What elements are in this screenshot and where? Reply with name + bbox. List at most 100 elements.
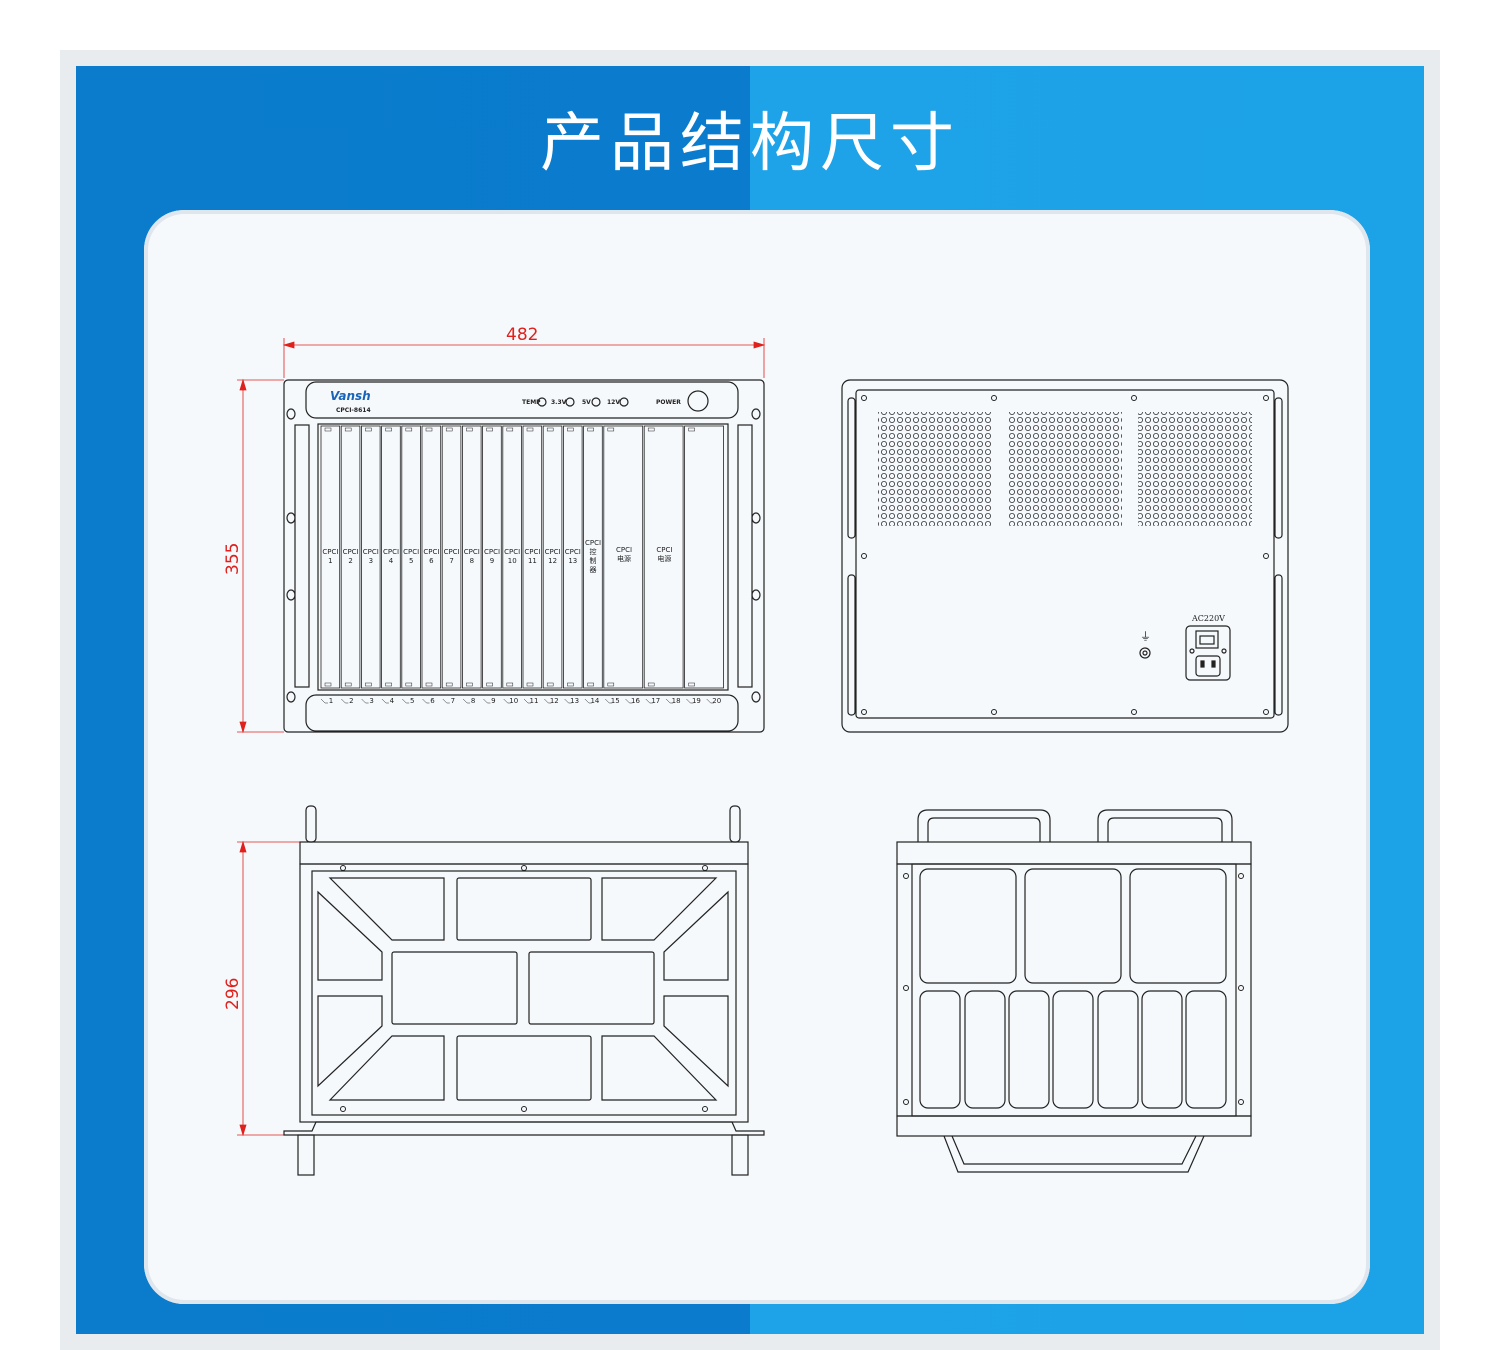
slot-number-marker	[625, 698, 633, 704]
card-slot	[381, 425, 401, 689]
slot-number: 6	[430, 697, 435, 705]
slot-latch-bottom	[445, 682, 453, 687]
slot-number: 19	[692, 697, 701, 705]
slot-number: 4	[390, 697, 395, 705]
slot-label: 7	[449, 557, 453, 565]
slot-label: 6	[429, 557, 434, 565]
slot-label: CPCI	[504, 548, 520, 556]
card-slot	[522, 425, 543, 689]
card-slot	[461, 425, 482, 689]
slot-number-marker	[706, 698, 714, 704]
slot-label: CPCI	[565, 548, 581, 556]
slot-latch-bottom	[506, 682, 514, 687]
slot-latch-bottom	[607, 682, 615, 687]
slot-latch-bottom	[587, 682, 594, 687]
slot-label: 12	[548, 557, 557, 565]
card-slot	[441, 425, 462, 689]
slot-latch-top	[445, 427, 453, 432]
card-slot	[482, 425, 502, 689]
card-slot	[401, 425, 421, 689]
slot-latch-bottom	[567, 682, 574, 687]
card-slot	[563, 425, 583, 689]
slot-number-marker	[381, 698, 389, 704]
slot-latch-bottom	[344, 682, 352, 687]
slot-label: CPCI	[403, 548, 419, 556]
slot-latch-bottom	[385, 682, 392, 687]
slot-latch-bottom	[324, 682, 332, 687]
indicator-5v: 5V	[582, 399, 591, 406]
slot-latch-top	[466, 427, 473, 432]
slot-label: CPCI	[322, 548, 338, 556]
slot-latch-bottom	[688, 682, 695, 687]
card-slot	[502, 425, 522, 689]
slot-latch-bottom	[647, 682, 655, 687]
slot-label: 3	[369, 557, 373, 565]
width-dim-label: 482	[506, 325, 538, 345]
card-slot	[643, 425, 684, 689]
slot-label: CPCI	[423, 548, 439, 556]
slot-latch-top	[385, 427, 392, 432]
slot-label: CPCI	[343, 548, 359, 556]
slot-label: CPCI	[524, 548, 540, 556]
slot-number: 1	[329, 697, 333, 705]
card-slot	[360, 425, 381, 689]
slot-number: 14	[590, 697, 599, 705]
slot-number: 7	[451, 697, 455, 705]
power-label: POWER	[656, 399, 681, 406]
indicator-3v3: 3.3V	[551, 399, 567, 406]
slot-latch-top	[344, 427, 352, 432]
power-supply-label: CPCI	[656, 546, 672, 554]
slot-number-marker	[605, 698, 613, 704]
card-slot	[421, 425, 442, 689]
slot-latch-top	[526, 427, 534, 432]
card-slot	[603, 425, 644, 689]
indicator-temp: TEMP	[522, 399, 541, 406]
slot-latch-top	[486, 427, 493, 432]
slot-number-marker	[544, 698, 552, 704]
slot-label: 13	[568, 557, 577, 565]
slot-label: CPCI	[464, 548, 480, 556]
slot-latch-top	[425, 427, 433, 432]
slot-latch-top	[567, 427, 574, 432]
slot-number: 13	[570, 697, 579, 705]
slot-number: 20	[712, 697, 721, 705]
slot-latch-top	[506, 427, 514, 432]
slot-label: 10	[508, 557, 517, 565]
front-view	[237, 338, 766, 734]
slot-number-marker	[341, 698, 349, 704]
slot-label: CPCI	[444, 548, 460, 556]
height-dimension	[237, 378, 284, 734]
front-labels: Vansh CPCI-8614 TEMP 3.3V 5V 12V POWER 4…	[223, 325, 681, 575]
top-view	[896, 809, 1252, 1173]
slot-number-marker	[645, 698, 653, 704]
slot-latch-bottom	[546, 682, 554, 687]
slot-latch-bottom	[486, 682, 493, 687]
power-supply-label: CPCI	[616, 546, 632, 554]
brand-logo: Vansh	[330, 389, 371, 403]
front-slots: CPCI1CPCI2CPCI3CPCI4CPCI5CPCI6CPCI7CPCI8…	[320, 425, 724, 705]
controller-label: 器	[590, 566, 597, 574]
slot-number: 16	[631, 697, 640, 705]
slot-number-marker	[483, 698, 491, 704]
slot-number-marker	[564, 698, 572, 704]
slot-latch-top	[324, 427, 332, 432]
controller-label: CPCI	[585, 539, 601, 547]
width-dimension	[282, 338, 766, 378]
slot-latch-top	[587, 427, 594, 432]
card-slot	[340, 425, 361, 689]
slot-number-marker	[442, 698, 450, 704]
page-title: 产品结构尺寸	[540, 107, 960, 181]
slot-label: CPCI	[545, 548, 561, 556]
ground-icon: ⏚	[1140, 630, 1151, 643]
controller-label: 制	[590, 556, 597, 565]
slot-label: CPCI	[363, 548, 379, 556]
slot-number: 5	[410, 697, 414, 705]
depth-dim-label: 296	[223, 978, 243, 1010]
side-view	[237, 805, 765, 1176]
slot-label: CPCI	[484, 548, 500, 556]
slot-latch-bottom	[526, 682, 534, 687]
power-supply-label: 电源	[657, 554, 671, 563]
slot-number: 15	[611, 697, 620, 705]
slot-number-marker	[361, 698, 369, 704]
